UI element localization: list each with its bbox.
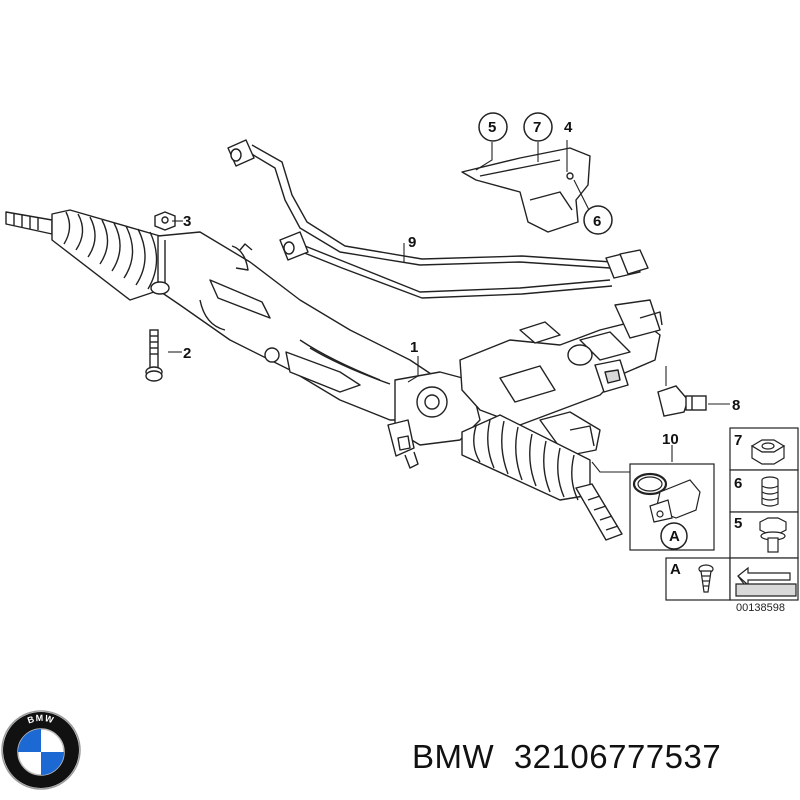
legend-nut-7 — [750, 439, 786, 465]
valve-block — [459, 299, 663, 457]
callout-8: 8 — [732, 397, 740, 414]
sensor-8 — [657, 385, 707, 417]
steering-rack — [5, 209, 663, 541]
hydraulic-line-9 — [227, 139, 649, 299]
legend-label-7: 7 — [734, 432, 742, 449]
legend-label-5: 5 — [734, 515, 742, 532]
bmw-logo: BMW — [1, 710, 81, 790]
legend-label-A: A — [670, 561, 681, 578]
right-bellows — [461, 414, 591, 501]
part-number: 32106777537 — [513, 738, 722, 775]
nut-3 — [154, 211, 176, 231]
callout-2: 2 — [183, 345, 191, 362]
callout-9: 9 — [408, 234, 416, 251]
legend-collar-bolt-5 — [759, 517, 787, 553]
legend-label-6: 6 — [734, 475, 742, 492]
callout-7: 7 — [533, 119, 541, 136]
svg-text:BMW: BMW — [26, 713, 56, 726]
part-caption: BMW 32106777537 — [412, 738, 792, 788]
legend-bushing-6 — [761, 476, 779, 507]
direction-arrow-icon — [735, 566, 797, 597]
callout-A: A — [669, 528, 680, 545]
callout-1: 1 — [410, 339, 418, 356]
leader-lines — [168, 140, 730, 473]
pinion-housing — [387, 371, 481, 469]
brand-name: BMW — [412, 738, 495, 775]
callout-4: 4 — [564, 119, 573, 136]
legend-screw-A — [698, 564, 714, 593]
left-bellows — [51, 209, 161, 301]
callout-6: 6 — [593, 213, 601, 230]
right-tie-rod-end — [575, 483, 623, 541]
callout-circles — [478, 112, 688, 550]
drawing-reference: 00138598 — [736, 602, 785, 614]
bolt-2 — [145, 329, 163, 382]
left-tie-rod-end — [5, 211, 53, 235]
callout-10: 10 — [662, 431, 679, 448]
callout-5: 5 — [488, 119, 496, 136]
callout-3: 3 — [183, 213, 191, 230]
heat-shield-4 — [461, 147, 591, 233]
